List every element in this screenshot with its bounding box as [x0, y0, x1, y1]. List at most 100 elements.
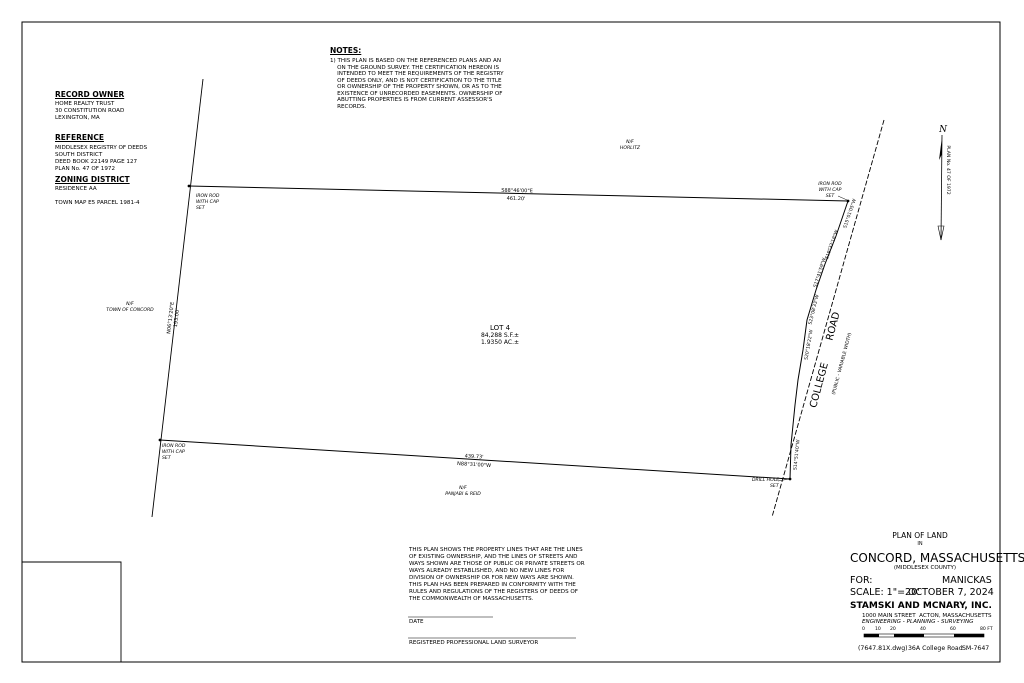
leader-ne	[837, 195, 848, 201]
bar-scale	[863, 633, 985, 638]
abutter-north-name: HORLITZ	[619, 146, 641, 151]
record-owner-heading: RECORD OWNER	[55, 90, 125, 99]
monument-sw-line-2: WITH CAP	[162, 450, 185, 455]
street-line	[789, 200, 849, 480]
title-scale: SCALE: 1"=20'	[850, 587, 920, 598]
south-bearing: N88°31'00"W	[457, 461, 491, 469]
road-name-college: COLLEGE	[808, 362, 831, 410]
monument-se-line-1: DRILL HOLE	[752, 478, 780, 483]
road-seg-4: S23°08'33"W	[807, 294, 820, 326]
abutter-south-name: PANJABI & REID	[445, 492, 481, 497]
stamp-box	[22, 561, 122, 662]
date-label: DATE	[409, 619, 424, 625]
notes-line-2: ON THE GROUND SURVEY. THE CERTIFICATION …	[330, 64, 500, 71]
reference-line-4: PLAN No. 47 OF 1972	[55, 166, 116, 172]
scale-tick-80: 80 FT	[980, 627, 993, 632]
road-sideline	[771, 119, 885, 518]
notes-line-8: RECORDS.	[330, 103, 367, 110]
monument-ne-line-2: WITH CAP	[818, 188, 842, 193]
reference-line-2: SOUTH DISTRICT	[55, 152, 103, 158]
certification-line-4: WAYS ALREADY ESTABLISHED, AND NO NEW LIN…	[409, 568, 565, 574]
title-county: (MIDDLESEX COUNTY)	[893, 565, 957, 571]
notes-line-7: ABUTTING PROPERTIES IS FROM CURRENT ASSE…	[330, 97, 493, 103]
abutter-north-nf: N/F	[626, 140, 634, 145]
north-distance: 461.20'	[507, 196, 526, 202]
monument-nw-line-3: SET	[196, 206, 205, 211]
scale-tick-40: 40	[920, 627, 926, 632]
abutter-west-nf: N/F	[126, 302, 134, 307]
north-bearing: S88°46'00"E	[501, 188, 533, 195]
west-distance: 193.00'	[173, 308, 181, 327]
scale-tick-60: 60	[950, 627, 956, 632]
notes-line-4: OF DEEDS ONLY, AND IS NOT CERTIFICATION …	[330, 77, 502, 84]
road-seg-1: S15°01'05"W	[842, 198, 858, 229]
road-seg-6: S14°51'40"W	[792, 439, 801, 471]
certification-line-2: OF EXISTING OWNERSHIP, AND THE LINES OF …	[409, 554, 578, 560]
south-distance: 439.73'	[464, 453, 483, 460]
monument-se	[788, 477, 792, 481]
road-seg-5: S20°18'22"W	[803, 329, 814, 361]
sheet-border	[21, 21, 1001, 663]
monument-se-line-2: SET	[770, 484, 779, 489]
certification-line-8: THE COMMONWEALTH OF MASSACHUSETTS.	[409, 596, 534, 602]
notes-line-5: OR OWNERSHIP OF THE PROPERTY SHOWN, OR A…	[330, 84, 502, 90]
surveyor-label: REGISTERED PROFESSIONAL LAND SURVEYOR	[409, 640, 539, 646]
abutter-west-name: TOWN OF CONCORD	[106, 308, 154, 313]
south-lot-line	[159, 439, 791, 480]
west-bearing: N06°13'20"E	[166, 302, 176, 335]
notes-line-1: 1) THIS PLAN IS BASED ON THE REFERENCED …	[330, 58, 502, 64]
reference-line-1: MIDDLESEX REGISTRY OF DEEDS	[55, 145, 148, 151]
road-seg-2: S19°32'18"W	[824, 229, 840, 260]
leader-se	[777, 478, 790, 482]
monument-sw	[158, 438, 162, 442]
firm-services: ENGINEERING - PLANNING - SURVEYING	[862, 619, 974, 625]
monument-ne	[846, 199, 850, 203]
abutter-south-nf: N/F	[459, 486, 467, 491]
title-date: OCTOBER 7, 2024	[908, 587, 994, 598]
zoning-heading: ZONING DISTRICT	[55, 175, 130, 184]
lot-area-sf: 84,288 S.F.±	[480, 332, 520, 339]
firm-address: 1000 MAIN STREET ACTON, MASSACHUSETTS	[862, 613, 992, 619]
lot-label: LOT 4	[489, 324, 511, 332]
north-arrow-label: N	[938, 125, 948, 135]
title-in: IN	[917, 541, 923, 547]
west-line	[151, 78, 204, 518]
certification-line-3: WAYS SHOWN ARE THOSE OF PUBLIC OR PRIVAT…	[409, 561, 585, 567]
certification-line-5: DIVISION OF OWNERSHIP OR FOR NEW WAYS AR…	[409, 575, 574, 581]
monument-ne-line-1: IRON ROD	[818, 182, 842, 187]
title-for-label: FOR:	[850, 575, 873, 586]
monument-nw-line-2: WITH CAP	[196, 200, 219, 205]
north-arrow-icon	[939, 137, 942, 160]
certification-line-7: RULES AND REGULATIONS OF THE REGISTERS O…	[409, 589, 579, 595]
record-owner-line-2: 30 CONSTITUTION ROAD	[55, 108, 125, 114]
road-name-road: ROAD	[824, 311, 842, 342]
title-plan-of-land: PLAN OF LAND	[892, 531, 948, 540]
zoning-district: RESIDENCE AA	[55, 186, 97, 192]
monument-ne-line-3: SET	[825, 194, 835, 199]
monument-nw-line-1: IRON ROD	[196, 194, 220, 199]
title-client: MANICKAS	[942, 575, 992, 586]
scale-tick-0: 0	[862, 627, 865, 632]
certification-line-1: THIS PLAN SHOWS THE PROPERTY LINES THAT …	[409, 547, 583, 553]
drawing-job: SM-7647	[962, 645, 990, 652]
notes-line-6: EXISTENCE OF UNRECORDED EASEMENTS. OWNER…	[330, 90, 503, 97]
firm-name: STAMSKI AND MCNARY, INC.	[850, 601, 992, 611]
road-seg-3: S17°41'59"W	[812, 257, 827, 288]
scale-tick-10: 10	[875, 627, 881, 632]
notes-line-3: INTENDED TO MEET THE REQUIREMENTS OF THE…	[330, 71, 504, 77]
monument-nw	[187, 184, 191, 188]
north-arrow-reference: PLAN No. 47 OF 1972	[945, 145, 951, 194]
scale-tick-20: 20	[890, 627, 896, 632]
monument-sw-line-3: SET	[162, 456, 171, 461]
reference-heading: REFERENCE	[55, 133, 104, 142]
lot-area-ac: 1.9350 AC.±	[480, 339, 520, 346]
drawing-file: (7647.81X.dwg)	[858, 645, 908, 652]
record-owner-line-3: LEXINGTON, MA	[55, 115, 100, 121]
title-location: CONCORD, MASSACHUSETTS	[850, 551, 1024, 565]
record-owner-line-1: HOME REALTY TRUST	[55, 101, 115, 107]
north-lot-line	[188, 185, 849, 202]
reference-line-3: DEED BOOK 22149 PAGE 127	[55, 159, 138, 165]
certification-line-6: THIS PLAN HAS BEEN PREPARED IN CONFORMIT…	[409, 582, 576, 588]
monument-sw-line-1: IRON ROD	[162, 444, 186, 449]
